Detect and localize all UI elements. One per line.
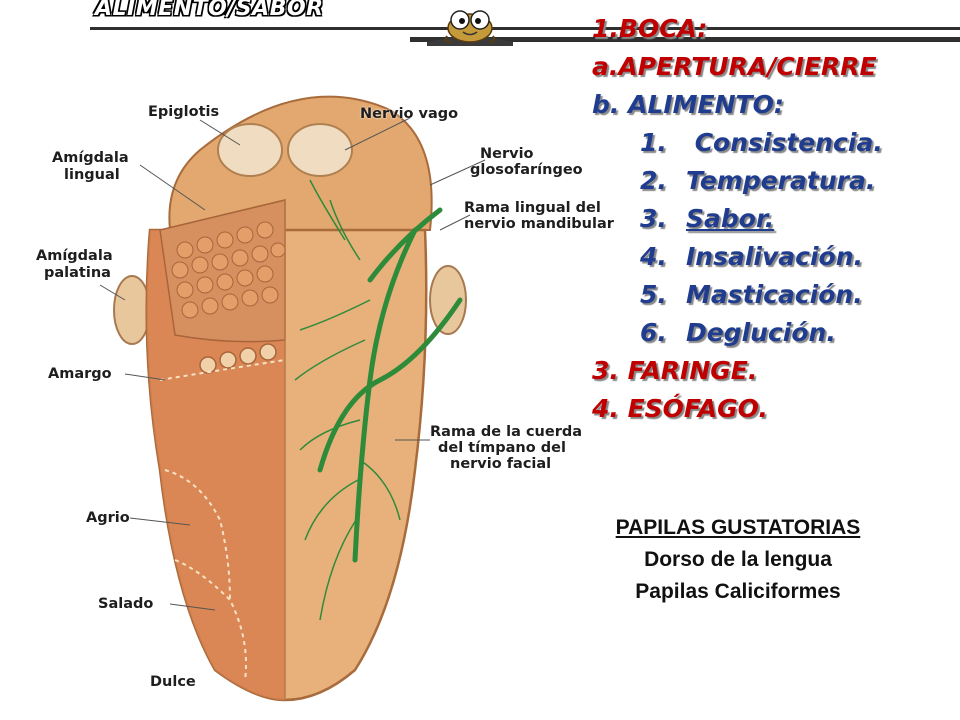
label-rama-lingual-1: Rama lingual del — [464, 200, 601, 216]
label-glosofaringeo-2: glosofaríngeo — [470, 162, 583, 178]
label-salado: Salado — [98, 596, 154, 612]
menu-subitem-num: 2. — [640, 166, 667, 195]
label-amigdala-lingual-1: Amígdala — [52, 150, 129, 166]
menu-apertura: a.APERTURA/CIERRE — [592, 52, 877, 81]
taste-zones — [159, 359, 286, 681]
epiglottis-left — [217, 123, 283, 177]
menu-alimento: b. ALIMENTO: — [592, 90, 784, 119]
label-amigdala-lingual-2: lingual — [64, 167, 120, 183]
menu-subitem-num: 5. — [640, 280, 667, 309]
menu-subitem-label: Consistencia. — [686, 128, 883, 157]
nerve-branches — [317, 207, 463, 563]
topic-list: 1.BOCA: a.APERTURA/CIERRE b. ALIMENTO: 1… — [592, 10, 883, 428]
menu-subitem: 6. Deglución. — [592, 314, 883, 352]
slide-title: ALIMENTO/SABOR — [95, 0, 324, 21]
label-cuerda-2: del tímpano del — [438, 440, 566, 456]
sabor-link[interactable]: Sabor. — [686, 204, 775, 233]
leader-lines — [99, 117, 486, 611]
menu-subitem-label: Insalivación. — [686, 242, 864, 271]
menu-esofago: 4. ESÓFAGO. — [592, 394, 768, 423]
label-rama-lingual-2: nervio mandibular — [464, 216, 614, 232]
palatine-tonsil-left — [113, 275, 151, 345]
menu-subitem-num: 3. — [640, 204, 667, 233]
menu-subitem-label: Deglución. — [686, 318, 836, 347]
menu-subitem-num: 6. — [640, 318, 667, 347]
label-epiglotis: Epiglotis — [148, 104, 220, 120]
palatine-tonsil-right — [429, 265, 467, 335]
menu-subitem-label: Temperatura. — [686, 166, 876, 195]
label-amigdala-palatina-1: Amígdala — [36, 248, 113, 264]
nerve-twigs — [294, 179, 401, 621]
menu-subitem-label: Masticación. — [686, 280, 863, 309]
epiglottis-right — [287, 123, 353, 177]
header-rule — [90, 27, 960, 30]
menu-subitem: 2. Temperatura. — [592, 162, 883, 200]
menu-subitem-num: 1. — [640, 128, 667, 157]
papilas-line-2: Papilas Caliciformes — [635, 580, 841, 603]
menu-subitem: 3. Sabor. — [592, 200, 883, 238]
menu-subitem: 4. Insalivación. — [592, 238, 883, 276]
menu-subitem: 5. Masticación. — [592, 276, 883, 314]
label-nervio-vago: Nervio vago — [360, 106, 459, 122]
label-glosofaringeo-1: Nervio — [480, 146, 534, 162]
label-dulce: Dulce — [150, 674, 196, 690]
label-amargo: Amargo — [48, 366, 112, 382]
menu-subitem-num: 4. — [640, 242, 667, 271]
label-cuerda-1: Rama de la cuerda — [430, 424, 583, 440]
papilas-caption: PAPILAS GUSTATORIAS Dorso de la lengua P… — [548, 512, 928, 608]
menu-faringe: 3. FARINGE. — [592, 356, 758, 385]
vallate-papillae — [199, 343, 277, 374]
papillae-dots — [171, 221, 286, 319]
papilas-heading: PAPILAS GUSTATORIAS — [615, 516, 861, 539]
label-amigdala-palatina-2: palatina — [44, 265, 111, 281]
papilas-line-1: Dorso de la lengua — [644, 548, 832, 571]
tongue-left-half — [146, 230, 285, 700]
menu-boca: 1.BOCA: — [592, 14, 708, 43]
header-rule-thick — [410, 37, 960, 42]
label-agrio: Agrio — [86, 510, 130, 526]
mascot-icon — [427, 10, 513, 46]
menu-subitem: 1. Consistencia. — [592, 124, 883, 162]
label-cuerda-3: nervio facial — [450, 456, 552, 472]
